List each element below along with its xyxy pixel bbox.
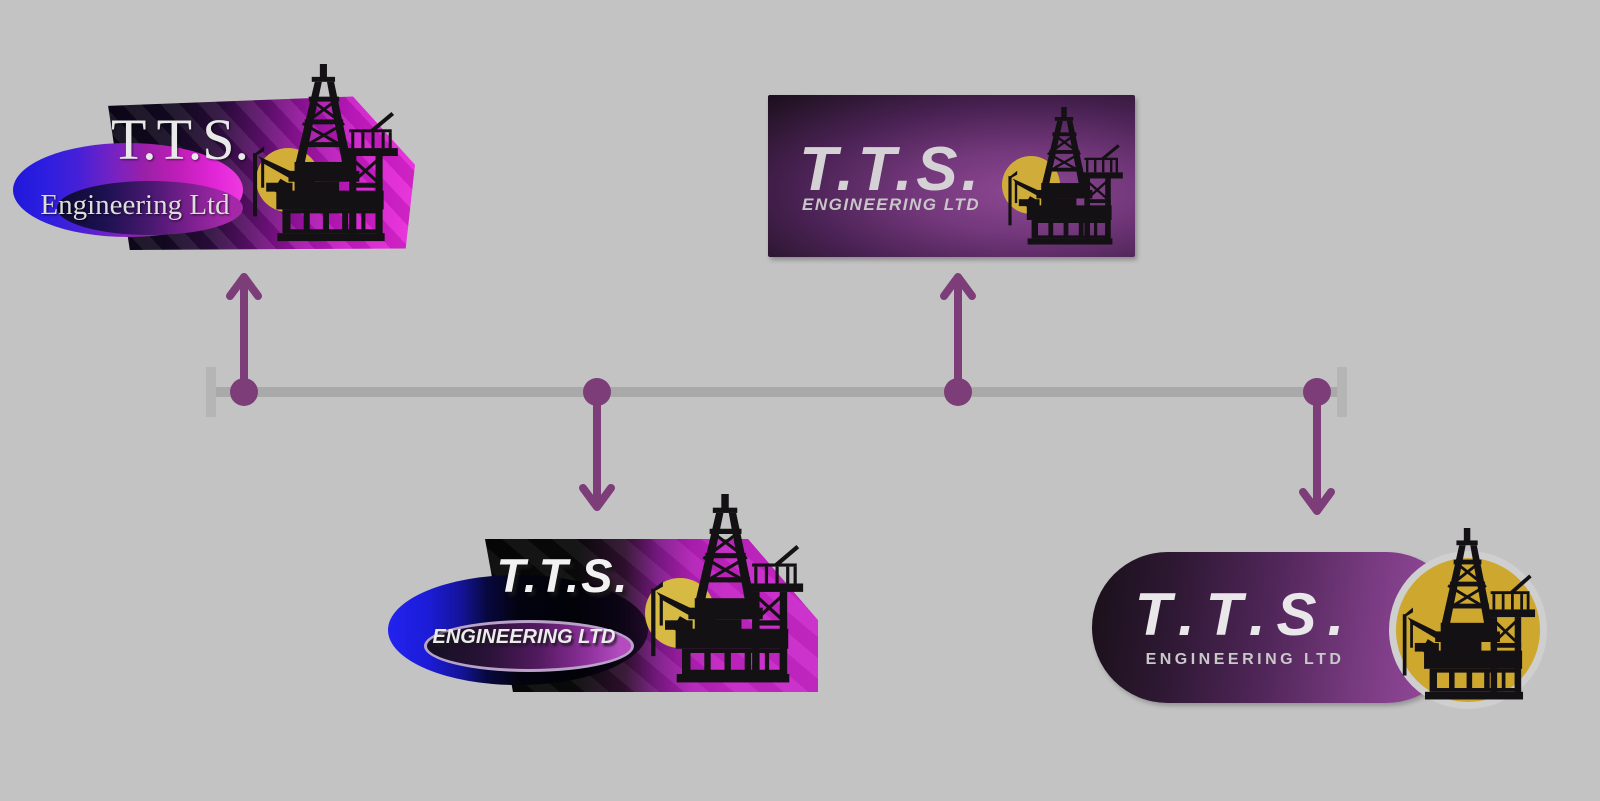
wordmark: T.T.S. <box>110 107 249 172</box>
inner-dark-ellipse <box>424 620 634 672</box>
inner-dark-ellipse <box>57 181 243 235</box>
logo-version-2: T.T.S. ENGINEERING LTD <box>768 95 1135 257</box>
down-arrow-icon <box>1299 388 1335 515</box>
oil-rig-icon <box>250 64 412 252</box>
subtitle: ENGINEERING LTD <box>801 195 981 214</box>
up-arrow-icon <box>940 273 976 396</box>
subtitle: Engineering Ltd <box>40 189 230 221</box>
down-arrow-icon <box>579 388 615 511</box>
subtitle: ENGINEERING LTD <box>1145 651 1345 668</box>
timeline-bar <box>211 387 1342 397</box>
wordmark: T.T.S. <box>799 135 983 204</box>
oil-rig-icon <box>1400 528 1537 702</box>
logo-version-3: T.T.S. ENGINEERING LTD <box>380 488 830 703</box>
purple-rectangle-background <box>768 95 1135 257</box>
wordmark: T.T.S. <box>496 549 630 602</box>
oil-rig-icon <box>648 494 818 694</box>
wordmark: T.T.S. <box>1134 581 1356 648</box>
timeline-left-endcap <box>206 367 216 417</box>
timeline-right-endcap <box>1337 367 1347 417</box>
up-arrow-icon <box>226 273 262 396</box>
subtitle: ENGINEERING LTD <box>432 626 616 648</box>
logo-version-4: T.T.S. ENGINEERING LTD <box>1085 525 1565 720</box>
oil-rig-icon <box>1006 107 1125 247</box>
logo-version-1: T.T.S. Engineering Ltd <box>10 60 430 265</box>
